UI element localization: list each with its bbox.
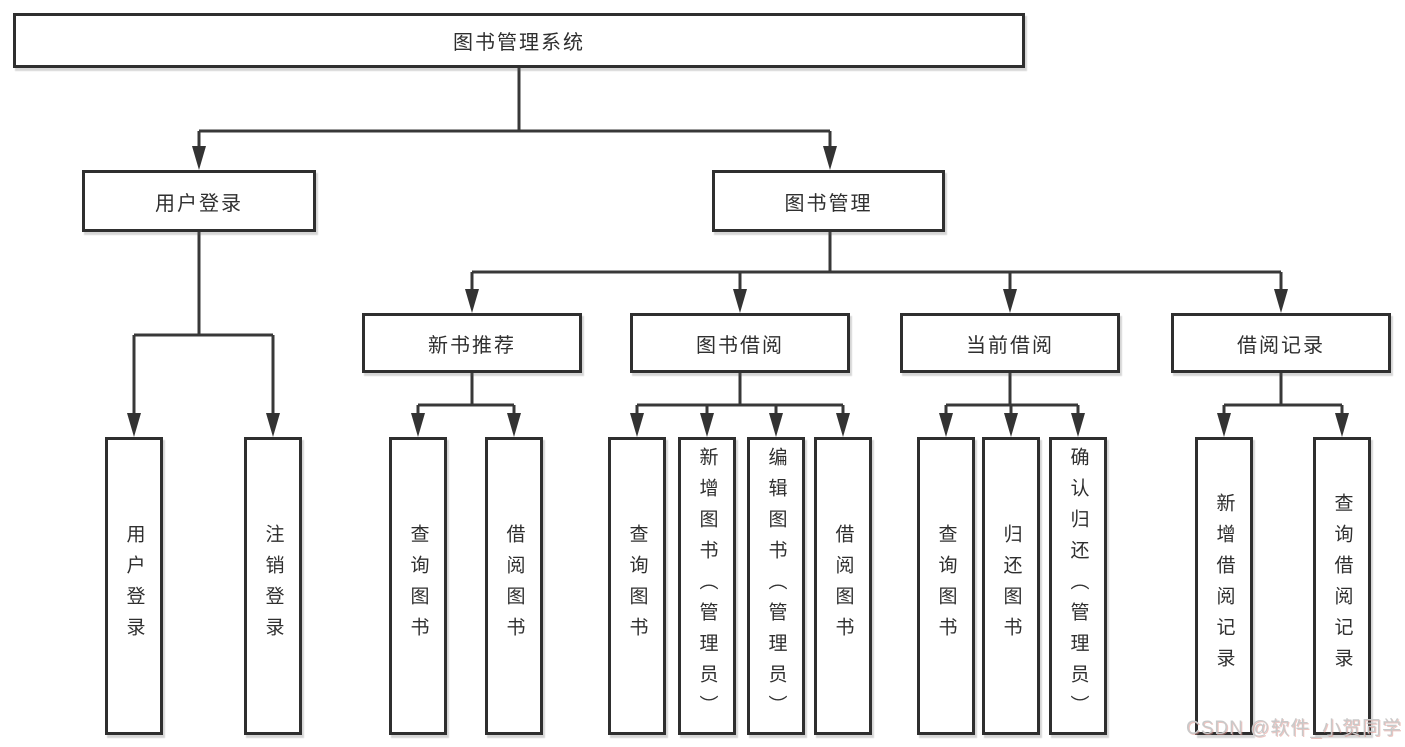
leaf-add-borrow-record: 新增借阅记录 <box>1195 437 1253 735</box>
leaf-user-login: 用户登录 <box>105 437 163 735</box>
node-label: 图书管理 <box>784 192 873 215</box>
node-label: 图书借阅 <box>696 334 784 357</box>
arrowheads <box>127 146 1349 437</box>
node-label: 借阅记录 <box>1237 334 1325 357</box>
leaf-borrow-books-2: 借阅图书 <box>814 437 872 735</box>
node-new-book-recommendation: 新书推荐 <box>362 313 582 373</box>
leaf-confirm-return-admin: 确认归还（管理员） <box>1049 437 1107 735</box>
csdn-watermark: CSDN @软件_小贺同学 <box>1186 718 1402 739</box>
node-label: 图书管理系统 <box>453 32 585 54</box>
node-label: 用户登录 <box>155 192 243 215</box>
node-user-login: 用户登录 <box>82 170 316 232</box>
node-book-borrowing: 图书借阅 <box>630 313 850 373</box>
leaf-query-borrow-record: 查询借阅记录 <box>1313 437 1371 735</box>
node-book-management: 图书管理 <box>712 170 945 232</box>
leaf-query-books-3: 查询图书 <box>917 437 975 735</box>
node-borrowing-records: 借阅记录 <box>1171 313 1391 373</box>
leaf-query-books-2: 查询图书 <box>608 437 666 735</box>
node-label: 新书推荐 <box>428 334 516 357</box>
node-label: 当前借阅 <box>966 334 1054 357</box>
node-current-borrowing: 当前借阅 <box>900 313 1120 373</box>
leaf-query-books-1: 查询图书 <box>389 437 447 735</box>
leaf-add-books-admin: 新增图书（管理员） <box>678 437 736 735</box>
node-library-management-system: 图书管理系统 <box>13 13 1025 68</box>
leaf-logout: 注销登录 <box>244 437 302 735</box>
leaf-edit-books-admin: 编辑图书（管理员） <box>747 437 805 735</box>
leaf-return-books: 归还图书 <box>982 437 1040 735</box>
leaf-borrow-books-1: 借阅图书 <box>485 437 543 735</box>
